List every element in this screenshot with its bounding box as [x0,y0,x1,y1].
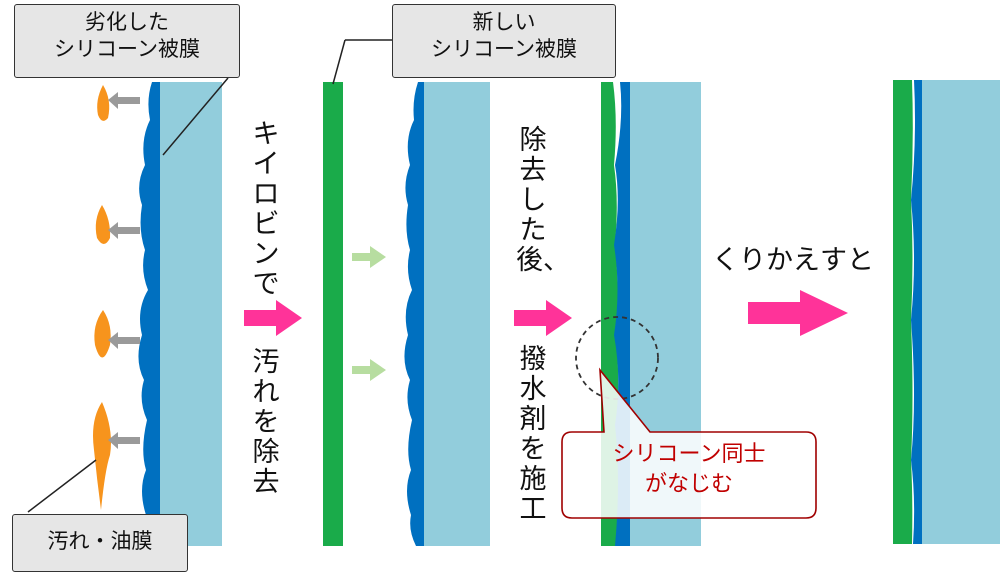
light-arrow-1 [352,246,386,268]
gray-arrow-2 [108,222,140,239]
new-coating-panel-4 [893,80,913,544]
light-arrow-2 [352,359,386,381]
callout-line2: がなじむ [644,472,733,497]
label-degraded-coating: 劣化した シリコーン被膜 [14,4,240,78]
dirt-blob-1 [97,85,110,121]
pink-arrow-3 [748,290,848,336]
gray-arrow-4 [108,432,140,449]
gray-arrow-3 [108,332,140,349]
pink-arrow-1 [244,300,302,336]
callout-box [561,367,817,519]
label-new-line2: シリコーン被膜 [431,37,577,61]
callout-text: シリコーン同士 がなじむ [562,440,816,500]
leader-line-degraded [162,77,229,156]
step1-text-a: キイロビンで [252,119,280,300]
gray-arrows [108,92,140,449]
callout-line1: シリコーン同士 [612,442,766,467]
dirt-blobs [93,85,111,510]
new-coating-panel-2 [323,82,343,546]
label-dirt: 汚れ・油膜 [12,514,188,572]
old-coating-panel-2 [404,82,424,546]
repeat-text: くりかえすと [712,245,874,276]
dirt-blob-4 [93,402,111,510]
old-coating-panel-4 [911,80,922,544]
label-new-coating: 新しい シリコーン被膜 [392,4,616,78]
old-coating-panel-1 [138,82,160,546]
pink-arrow-2 [514,300,572,336]
glass-panel-4 [922,80,1000,544]
gray-arrow-1 [108,92,140,109]
glass-panel-2 [418,82,490,546]
dirt-blob-3 [94,310,111,358]
label-new-line1: 新しい [472,10,536,34]
glass-panel-1 [152,82,222,546]
leader-line-dirt [27,459,97,513]
label-dirt-text: 汚れ・油膜 [47,529,153,553]
step1-text-b: 汚れを除去 [252,347,280,498]
dirt-blob-2 [95,205,111,244]
leader-line-new-2 [332,39,346,85]
light-arrows [352,246,386,381]
step2-text-b: 撥水剤を施工 [519,344,547,525]
step2-text-a: 除去した後、 [516,125,570,276]
label-degraded-line2: シリコーン被膜 [54,37,200,61]
label-degraded-line1: 劣化した [85,10,169,34]
